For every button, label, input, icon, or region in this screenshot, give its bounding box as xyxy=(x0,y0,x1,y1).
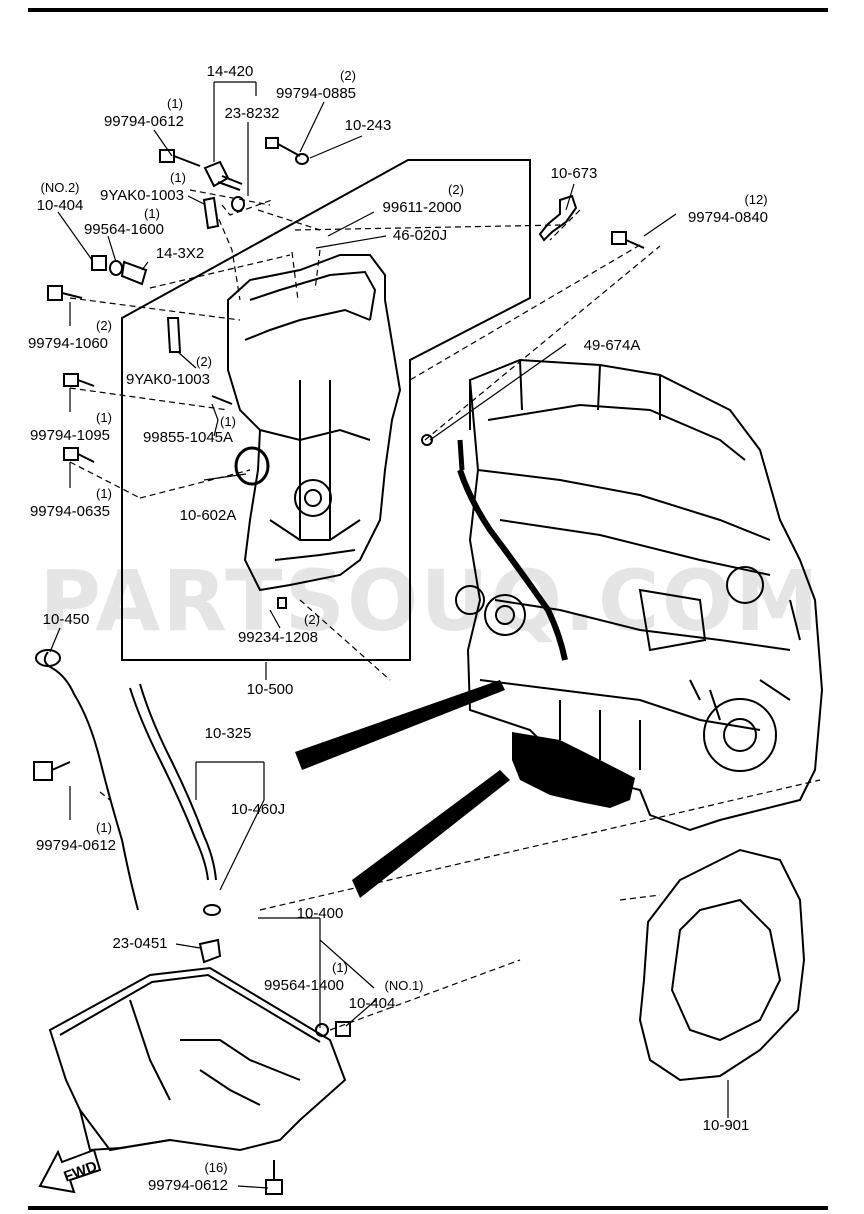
bolt-99794-0885[interactable] xyxy=(265,137,301,157)
engine-block xyxy=(455,358,824,832)
label-10-404-bottom: 10-404 xyxy=(349,995,396,1012)
watermark-text: PARTSOUQ.COM xyxy=(39,552,820,650)
label-49-674a: 49-674A xyxy=(584,337,641,354)
arrow-wedge-lower xyxy=(352,770,510,898)
front-cover xyxy=(227,254,402,592)
part-labels: 14-420 23-8232 (2) 99794-0885 (1) 99794-… xyxy=(28,63,768,1194)
label-23-0451: 23-0451 xyxy=(112,935,167,952)
label-99564-1400: 99564-1400 xyxy=(264,977,344,994)
guide-lines xyxy=(69,189,821,1031)
qty-9yak0-1003-top: (1) xyxy=(170,170,186,185)
label-10-243: 10-243 xyxy=(345,117,392,134)
label-99794-0612-mid: 99794-0612 xyxy=(36,837,116,854)
o-ring-10-325[interactable] xyxy=(203,904,221,916)
dipstick-tube-10-460j[interactable] xyxy=(129,687,209,881)
o-ring-23-8232[interactable] xyxy=(231,196,245,212)
front-seal-ring xyxy=(234,446,270,486)
label-10-602a: 10-602A xyxy=(180,507,237,524)
washer-10-243[interactable] xyxy=(295,153,309,165)
pin-99855-1045a[interactable] xyxy=(211,395,233,405)
label-10-901: 10-901 xyxy=(703,1117,750,1134)
label-10-460j: 10-460J xyxy=(231,801,285,818)
label-10-325: 10-325 xyxy=(205,725,252,742)
qty-99794-0612-mid: (1) xyxy=(96,820,112,835)
part-10-673[interactable] xyxy=(538,194,578,242)
nut-10-404-no2[interactable] xyxy=(91,255,107,271)
dipstick-handle xyxy=(35,649,61,667)
qty-99794-0612-top: (1) xyxy=(167,96,183,111)
oil-fitting-14-420[interactable] xyxy=(203,160,243,191)
front-cover-group-box xyxy=(121,159,531,661)
washer-99564-1600[interactable] xyxy=(109,260,123,276)
bolt-99794-1060[interactable] xyxy=(47,285,83,301)
oil-tube-top xyxy=(457,439,465,471)
bolt-99794-0612-mid[interactable] xyxy=(33,761,71,781)
label-99234-1208: 99234-1208 xyxy=(238,629,318,646)
qty-99564-1400: (1) xyxy=(332,960,348,975)
qty-99794-1060: (2) xyxy=(96,318,112,333)
washer-99564-1400[interactable] xyxy=(315,1023,329,1037)
qty-99234-1208: (2) xyxy=(304,612,320,627)
label-10-450: 10-450 xyxy=(43,611,90,628)
dipstick-tube-outer xyxy=(139,683,217,881)
label-99794-1060: 99794-1060 xyxy=(28,335,108,352)
label-10-404-top: 10-404 xyxy=(37,197,84,214)
label-99794-0612-top: 99794-0612 xyxy=(104,113,184,130)
label-9yak0-1003-mid: 9YAK0-1003 xyxy=(126,371,210,388)
label-10-673: 10-673 xyxy=(551,165,598,182)
rear-gasket-10-901[interactable] xyxy=(638,848,806,1082)
arrow-wedge-upper xyxy=(295,680,505,770)
oil-pan-10-400[interactable] xyxy=(48,966,347,1152)
fwd-arrow: FWD xyxy=(38,1148,102,1194)
qty-99564-1600: (1) xyxy=(144,206,160,221)
qty-99855-1045a: (1) xyxy=(220,414,236,429)
stud-9yak0-1003-top[interactable] xyxy=(202,196,220,230)
drain-plug-10-404-no1[interactable] xyxy=(335,1021,351,1037)
stud-9yak0-1003-mid[interactable] xyxy=(166,317,182,353)
bolt-99794-0612-top[interactable] xyxy=(159,149,201,167)
qty-99794-0612-bottom: (16) xyxy=(204,1160,227,1175)
qty-99794-1095: (1) xyxy=(96,410,112,425)
label-10-500: 10-500 xyxy=(247,681,294,698)
pin-99234-1208[interactable] xyxy=(277,597,287,609)
qty-99794-0635: (1) xyxy=(96,486,112,501)
label-99794-0840: 99794-0840 xyxy=(688,209,768,226)
leader-lines xyxy=(49,81,729,1189)
qty-9yak0-1003-mid: (2) xyxy=(196,354,212,369)
dipstick-10-450[interactable] xyxy=(43,651,139,911)
bolt-99794-0635[interactable] xyxy=(63,447,95,463)
part-49-674a[interactable] xyxy=(421,434,433,446)
label-46-020j: 46-020J xyxy=(393,227,447,244)
qty-99611-2000: (2) xyxy=(448,182,464,197)
bolt-99794-0612-bottom[interactable] xyxy=(265,1160,283,1195)
bolt-99794-0840[interactable] xyxy=(611,231,645,249)
label-99564-1600: 99564-1600 xyxy=(84,221,164,238)
label-99855-1045a: 99855-1045A xyxy=(143,429,233,446)
rear-gasket-inner xyxy=(670,898,782,1042)
label-23-8232: 23-8232 xyxy=(224,105,279,122)
plug-14-3x2[interactable] xyxy=(120,260,148,286)
label-99611-2000: 99611-2000 xyxy=(383,199,462,216)
label-9yak0-1003-top: 9YAK0-1003 xyxy=(100,187,184,204)
label-99794-0885: 99794-0885 xyxy=(276,85,356,102)
qty-10-404-no2: (NO.2) xyxy=(41,180,80,195)
qty-10-404-no1: (NO.1) xyxy=(385,978,424,993)
qty-99794-0885: (2) xyxy=(340,68,356,83)
label-14-3x2: 14-3X2 xyxy=(156,245,204,262)
bolt-99794-1095[interactable] xyxy=(63,373,95,387)
qty-99794-0840: (12) xyxy=(744,192,767,207)
label-10-400: 10-400 xyxy=(297,905,344,922)
label-99794-0635: 99794-0635 xyxy=(30,503,110,520)
label-99794-1095: 99794-1095 xyxy=(30,427,110,444)
label-99794-0612-bottom: 99794-0612 xyxy=(148,1177,228,1194)
oil-level-tube xyxy=(457,469,568,661)
oil-pan-gasket-area xyxy=(512,732,635,808)
sensor-23-0451[interactable] xyxy=(198,938,222,964)
label-14-420: 14-420 xyxy=(207,63,254,80)
